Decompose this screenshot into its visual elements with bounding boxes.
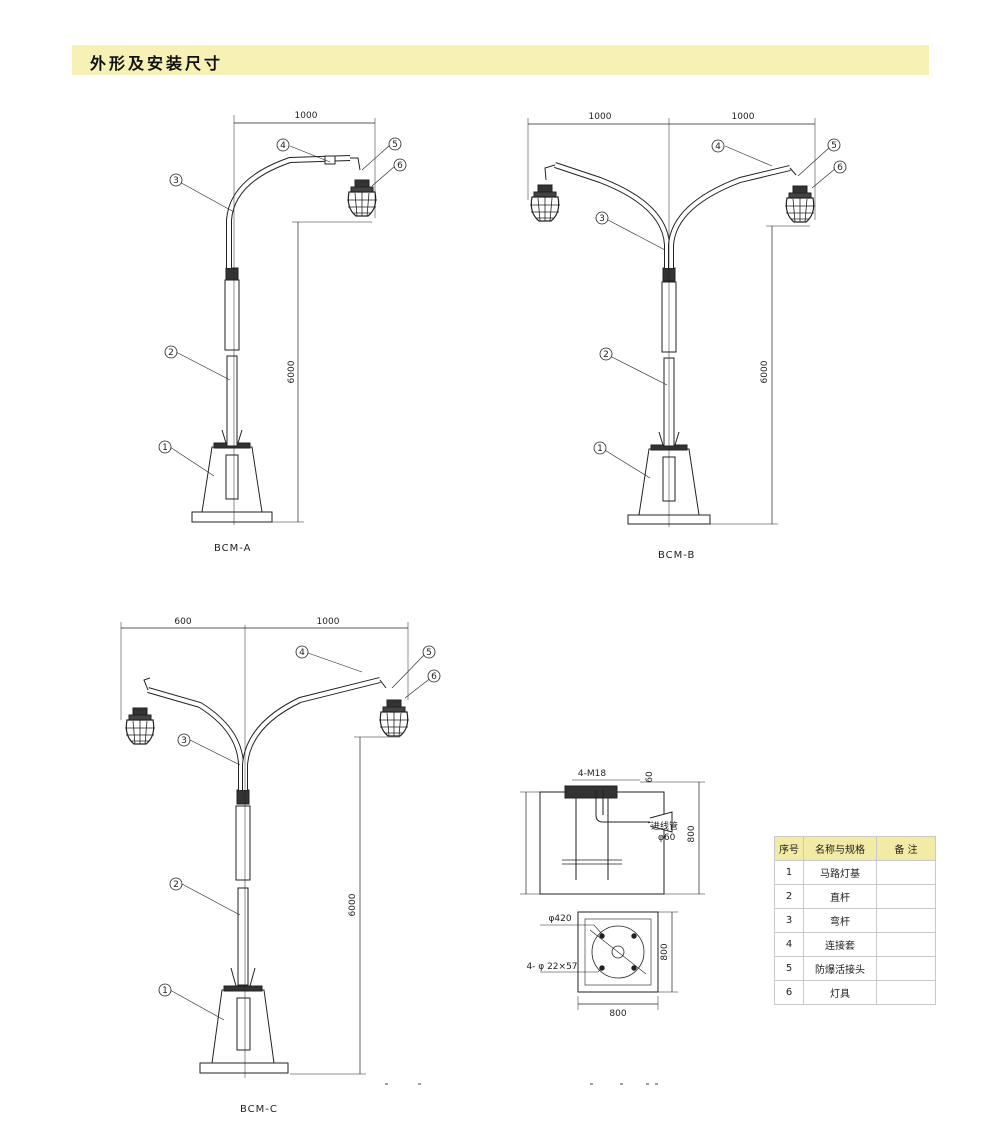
svg-text:2: 2 [603, 350, 609, 360]
callout-a-6: 6 [393, 158, 407, 172]
pole-drawing-c [120, 622, 433, 1078]
dim-b-right: 1000 [732, 112, 755, 122]
svg-text:5: 5 [426, 648, 432, 658]
svg-text:1: 1 [597, 444, 603, 454]
callout-b-6: 6 [833, 160, 847, 174]
svg-text:4: 4 [299, 648, 305, 658]
callout-a-1: 1 [158, 440, 172, 454]
callout-b-3: 3 [595, 211, 609, 225]
callout-a-4: 4 [276, 138, 290, 152]
dim-c-height: 6000 [348, 893, 358, 916]
foundation-top-gap-label: 60 [645, 771, 655, 783]
page-title: 外形及安装尺寸 [90, 54, 224, 73]
callout-b-1: 1 [593, 441, 607, 455]
foundation-height-label: 800 [660, 943, 670, 960]
model-label-b: BCM-B [658, 550, 696, 561]
svg-text:3: 3 [173, 176, 179, 186]
dim-a-height: 6000 [287, 360, 297, 383]
callout-a-2: 2 [164, 345, 178, 359]
svg-text:1: 1 [162, 986, 168, 996]
model-label-c: BCM-C [240, 1104, 278, 1115]
section-title-bar: 外形及安装尺寸 [72, 45, 929, 75]
svg-text:4: 4 [280, 141, 286, 151]
dim-b-height: 6000 [760, 360, 770, 383]
foundation-slots-label: 4- φ 22×57 [526, 962, 577, 972]
pole-drawing-b [527, 118, 837, 527]
callout-b-5: 5 [827, 138, 841, 152]
header-remark: 备 注 [876, 836, 936, 861]
foundation-conduit-label: 进线管 [651, 820, 678, 832]
svg-text:6: 6 [397, 161, 403, 171]
header-name: 名称与规格 [803, 836, 877, 861]
callout-c-1: 1 [158, 983, 172, 997]
svg-text:5: 5 [392, 140, 398, 150]
pole-drawing-a [169, 115, 396, 525]
foundation-bolts-label: 4-M18 [578, 769, 606, 779]
dim-c-right: 1000 [317, 617, 340, 627]
foundation-section-view [520, 779, 705, 895]
svg-text:6: 6 [431, 672, 437, 682]
foundation-width-label: 800 [609, 1009, 626, 1019]
callout-c-6: 6 [427, 669, 441, 683]
foundation-depth-label: 800 [687, 825, 697, 842]
foundation-conduit-dia-label: φ60 [658, 833, 676, 843]
dim-c-left: 600 [174, 617, 191, 627]
svg-text:3: 3 [181, 736, 187, 746]
callout-c-4: 4 [295, 645, 309, 659]
callout-b-2: 2 [599, 347, 613, 361]
model-label-a: BCM-A [214, 543, 252, 554]
svg-text:2: 2 [168, 348, 174, 358]
header-no: 序号 [774, 836, 804, 861]
foundation-circle-label: φ420 [548, 914, 571, 924]
callout-b-4: 4 [711, 139, 725, 153]
parts-table-header: 序号 名称与规格 备 注 [774, 836, 936, 861]
foundation-plan-view [540, 911, 678, 1010]
callout-a-5: 5 [388, 137, 402, 151]
callout-c-2: 2 [169, 877, 183, 891]
callout-c-5: 5 [422, 645, 436, 659]
dim-a-arm: 1000 [295, 111, 318, 121]
svg-text:1: 1 [162, 443, 168, 453]
callout-c-3: 3 [177, 733, 191, 747]
callout-a-3: 3 [169, 173, 183, 187]
svg-text:3: 3 [599, 214, 605, 224]
svg-text:4: 4 [715, 142, 721, 152]
svg-text:5: 5 [831, 141, 837, 151]
svg-text:2: 2 [173, 880, 179, 890]
dim-b-left: 1000 [589, 112, 612, 122]
svg-text:6: 6 [837, 163, 843, 173]
